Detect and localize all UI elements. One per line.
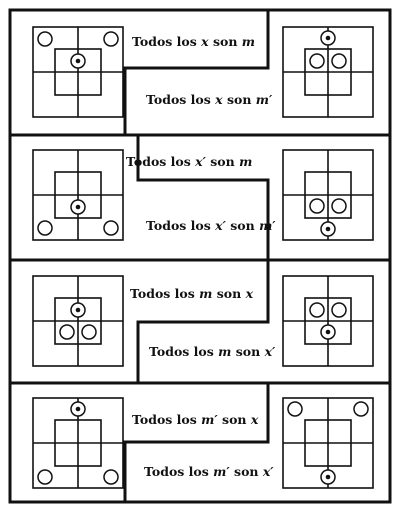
cut-line-4 [123, 383, 270, 502]
dot-marker-icon [320, 324, 336, 340]
panel-1-top-label: Todos los x son m [132, 34, 255, 49]
cut-line-2 [136, 135, 270, 260]
empty-circle-icon [287, 401, 303, 417]
cut-line-3 [136, 260, 270, 383]
panel-4-left-diagram [32, 397, 124, 489]
empty-circle-icon [37, 469, 53, 485]
panel-3: Todos los m son x Todos los m son x′ [32, 275, 374, 367]
panel-2: Todos los x′ son m Todos los x′ son m′ [32, 149, 374, 241]
panel-1-bottom-label: Todos los x son m′ [146, 92, 273, 107]
panel-2-left-diagram [32, 149, 124, 241]
dot-marker-icon [70, 53, 86, 69]
panel-2-bottom-label: Todos los x′ son m′ [146, 218, 276, 233]
panel-2-right-diagram [282, 149, 374, 241]
empty-circle-icon [37, 220, 53, 236]
empty-circle-icon [353, 401, 369, 417]
empty-circle-icon [103, 31, 119, 47]
outer-frame [8, 8, 392, 504]
dot-marker-icon [320, 221, 336, 237]
panel-1: Todos los x son m Todos los x son m′ [32, 26, 374, 118]
panel-3-right-diagram [282, 275, 374, 367]
empty-circle-icon [309, 302, 325, 318]
dot-marker-icon [70, 199, 86, 215]
panel-3-left-diagram [32, 275, 124, 367]
empty-circle-icon [59, 324, 75, 340]
panel-1-left-diagram [32, 26, 124, 118]
panel-1-right-diagram [282, 26, 374, 118]
panel-4-right-diagram [282, 397, 374, 489]
empty-circle-icon [331, 53, 347, 69]
empty-circle-icon [331, 302, 347, 318]
panel-2-top-label: Todos los x′ son m [126, 154, 252, 169]
panel-4-bottom-label: Todos los m′ son x′ [144, 464, 274, 479]
dot-marker-icon [70, 401, 86, 417]
panel-4: Todos los m′ son x Todos los m′ son x′ [32, 397, 374, 489]
cut-line-1 [123, 10, 270, 135]
empty-circle-icon [309, 53, 325, 69]
dot-marker-icon [70, 302, 86, 318]
dot-marker-icon [320, 30, 336, 46]
empty-circle-icon [103, 469, 119, 485]
panel-4-top-label: Todos los m′ son x [132, 412, 259, 427]
empty-circle-icon [309, 198, 325, 214]
empty-circle-icon [37, 31, 53, 47]
panel-3-top-label: Todos los m son x [130, 286, 254, 301]
empty-circle-icon [331, 198, 347, 214]
panel-3-bottom-label: Todos los m son x′ [149, 344, 276, 359]
empty-circle-icon [81, 324, 97, 340]
empty-circle-icon [103, 220, 119, 236]
dot-marker-icon [320, 469, 336, 485]
